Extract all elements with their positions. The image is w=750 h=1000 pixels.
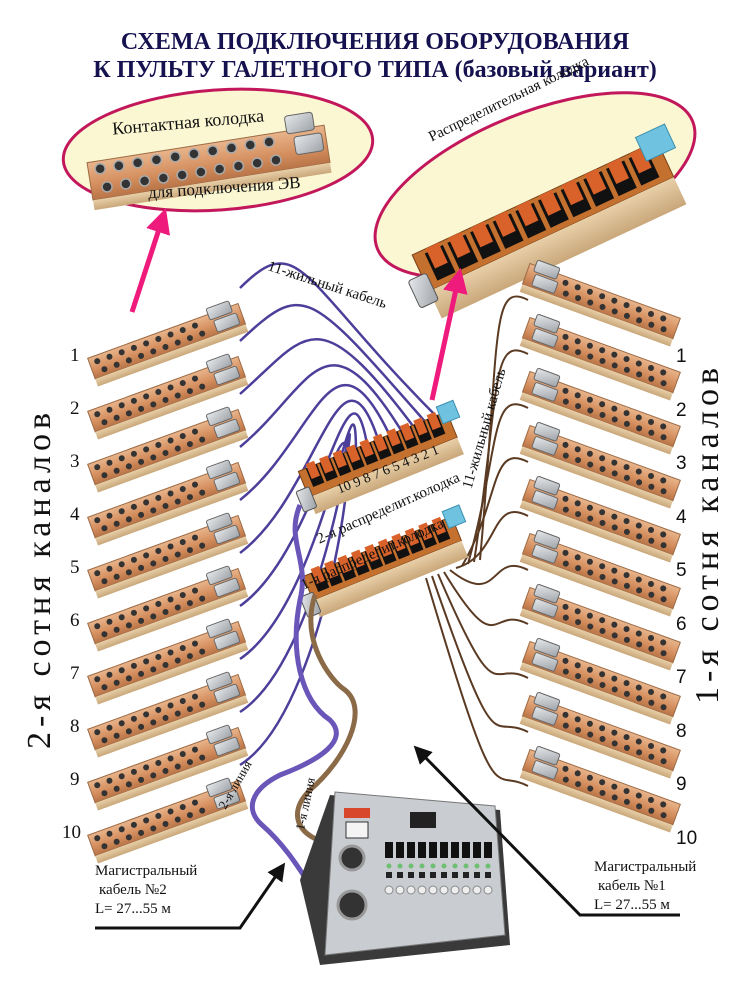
right-group-label: 1-я сотня каналов [689, 363, 726, 704]
right-cable [449, 564, 529, 585]
right-row-number: 7 [676, 667, 687, 688]
right-row-number: 4 [676, 506, 687, 528]
right-cable [455, 510, 529, 569]
left-terminal-blocks [87, 300, 249, 864]
terminal-block [87, 300, 249, 387]
pointer-arrow-cable2 [95, 862, 286, 930]
right-row-number: 5 [676, 560, 687, 581]
right-row-number: 10 [676, 827, 698, 849]
terminal-block [87, 512, 249, 599]
left-row-number: 6 [70, 610, 80, 631]
terminal-block [519, 584, 681, 671]
left-row-number: 8 [70, 716, 80, 737]
left-row-number: 9 [70, 769, 80, 790]
terminal-block [87, 777, 249, 864]
terminal-block [519, 368, 681, 455]
trunk-cable-2-length: L= 27...55 м [95, 901, 171, 917]
second-distribution-block [295, 399, 464, 515]
trunk-cable-2-line1: Магистральный [95, 863, 198, 879]
right-cable [461, 457, 529, 567]
left-row-number: 7 [70, 663, 80, 684]
trunk-cable-1-label: Магистральный кабель №1 L= 27...55 м [594, 858, 696, 915]
trunk-cable-2-label: Магистральный кабель №2 L= 27...55 м [95, 862, 197, 919]
terminal-pins [94, 136, 282, 193]
left-cable [239, 399, 382, 554]
terminal-block [87, 565, 249, 652]
left-cable [239, 432, 351, 714]
terminal-block [519, 692, 681, 779]
left-row-number: 1 [70, 345, 80, 366]
terminal-block [87, 724, 249, 811]
right-cable [467, 403, 529, 565]
pink-arrow-contact [129, 208, 171, 313]
right-cable [437, 573, 529, 679]
left-row-number: 4 [70, 504, 80, 525]
right-cable [443, 571, 529, 627]
terminal-block [87, 459, 249, 546]
left-row-number: 3 [70, 451, 80, 472]
terminal-block [87, 618, 249, 705]
right-cable [425, 577, 529, 787]
terminal-block [519, 638, 681, 725]
left-cable [239, 441, 350, 767]
left-row-number: 2 [70, 398, 80, 419]
right-row-number: 6 [676, 613, 687, 635]
terminal-block [87, 406, 249, 493]
contact-block-callout [61, 87, 375, 213]
left-row-number: 10 [62, 822, 81, 843]
distribution-block-callout [373, 91, 697, 319]
trunk-cable-1-length: L= 27...55 м [594, 897, 670, 913]
left-row-number: 5 [70, 557, 80, 578]
trunk-cable-1-line2: кабель №1 [598, 878, 666, 894]
left-group-label: 2-я сотня каналов [21, 408, 58, 749]
trunk-cable-1-line1: Магистральный [594, 859, 697, 875]
trunk-line-2 [249, 504, 339, 887]
terminal-block [519, 314, 681, 401]
right-cable-bundle [425, 295, 529, 787]
right-row-number: 3 [676, 453, 687, 474]
terminal-block [519, 260, 681, 347]
pointer-arrow-cable1 [413, 745, 680, 917]
first-distribution-block [299, 504, 469, 618]
trunk-cable-2-line2: кабель №2 [99, 882, 167, 898]
right-row-number: 8 [676, 720, 687, 742]
terminal-block [87, 671, 249, 758]
left-cable [239, 304, 429, 426]
terminal-block [519, 476, 681, 563]
left-cable [239, 364, 406, 448]
left-cable [239, 262, 441, 421]
right-cable [431, 575, 529, 733]
right-row-number: 9 [676, 774, 687, 795]
terminal-block [519, 422, 681, 509]
right-row-number: 1 [676, 346, 687, 367]
pink-arrow-distribution [429, 267, 468, 401]
diagram-title-line2: К ПУЛЬТУ ГАЛЕТНОГО ТИПА (базовый вариант… [93, 57, 657, 83]
left-cable [239, 383, 394, 501]
terminal-block [519, 746, 681, 833]
right-terminal-blocks [519, 260, 681, 833]
trunk-line-1 [295, 594, 358, 843]
control-console [300, 791, 510, 965]
left-cable-bundle [239, 262, 441, 767]
right-row-number: 2 [676, 399, 687, 421]
terminal-block [519, 530, 681, 617]
diagram-title-line1: СХЕМА ПОДКЛЮЧЕНИЯ ОБОРУДОВАНИЯ [120, 29, 630, 55]
left-cable [239, 338, 418, 431]
terminal-block [87, 353, 249, 440]
